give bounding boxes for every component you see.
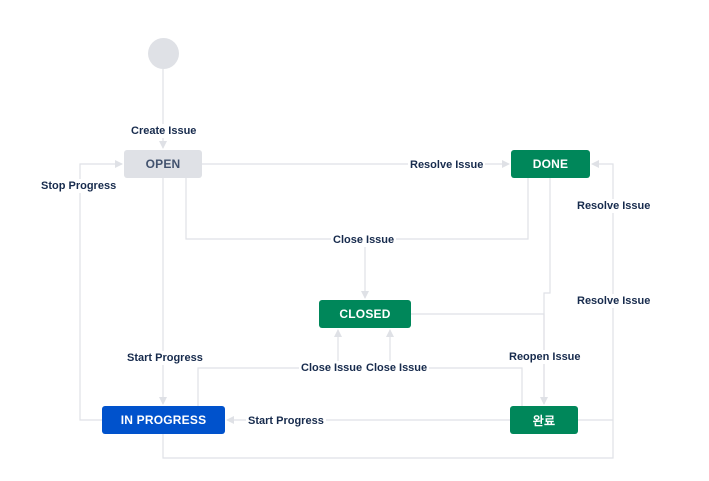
- transition-start-progress-vertical[interactable]: Start Progress: [125, 351, 205, 365]
- status-open[interactable]: OPEN: [124, 150, 202, 178]
- transition-close-issue-left[interactable]: Close Issue: [299, 361, 365, 375]
- transition-start-progress-bottom[interactable]: Start Progress: [246, 414, 326, 428]
- edge-close-inprogress: [197, 329, 342, 406]
- edge-reopen: [411, 313, 545, 404]
- transition-close-issue-right[interactable]: Close Issue: [364, 361, 430, 375]
- edge-close-done: [361, 178, 529, 299]
- status-wanryo[interactable]: 완료: [510, 406, 578, 434]
- transition-resolve-issue-open-done[interactable]: Resolve Issue: [408, 158, 486, 172]
- transition-resolve-issue-right-lower[interactable]: Resolve Issue: [575, 294, 653, 308]
- transition-stop-progress[interactable]: Stop Progress: [39, 179, 119, 193]
- transition-reopen-issue[interactable]: Reopen Issue: [507, 350, 583, 364]
- edge-stop-progress: [79, 160, 123, 421]
- status-done[interactable]: DONE: [511, 150, 590, 178]
- transition-resolve-issue-right-upper[interactable]: Resolve Issue: [575, 199, 653, 213]
- edge-done-wanryo: [540, 178, 551, 405]
- status-in-progress[interactable]: IN PROGRESS: [102, 406, 225, 434]
- status-closed[interactable]: CLOSED: [319, 300, 411, 328]
- transition-close-issue-top[interactable]: Close Issue: [331, 233, 397, 247]
- start-node: [148, 38, 179, 69]
- edge-resolve-right: [162, 160, 614, 459]
- transition-create-issue[interactable]: Create Issue: [129, 124, 199, 138]
- edge-close-open: [185, 178, 365, 240]
- edge-close-wanryo: [386, 329, 523, 406]
